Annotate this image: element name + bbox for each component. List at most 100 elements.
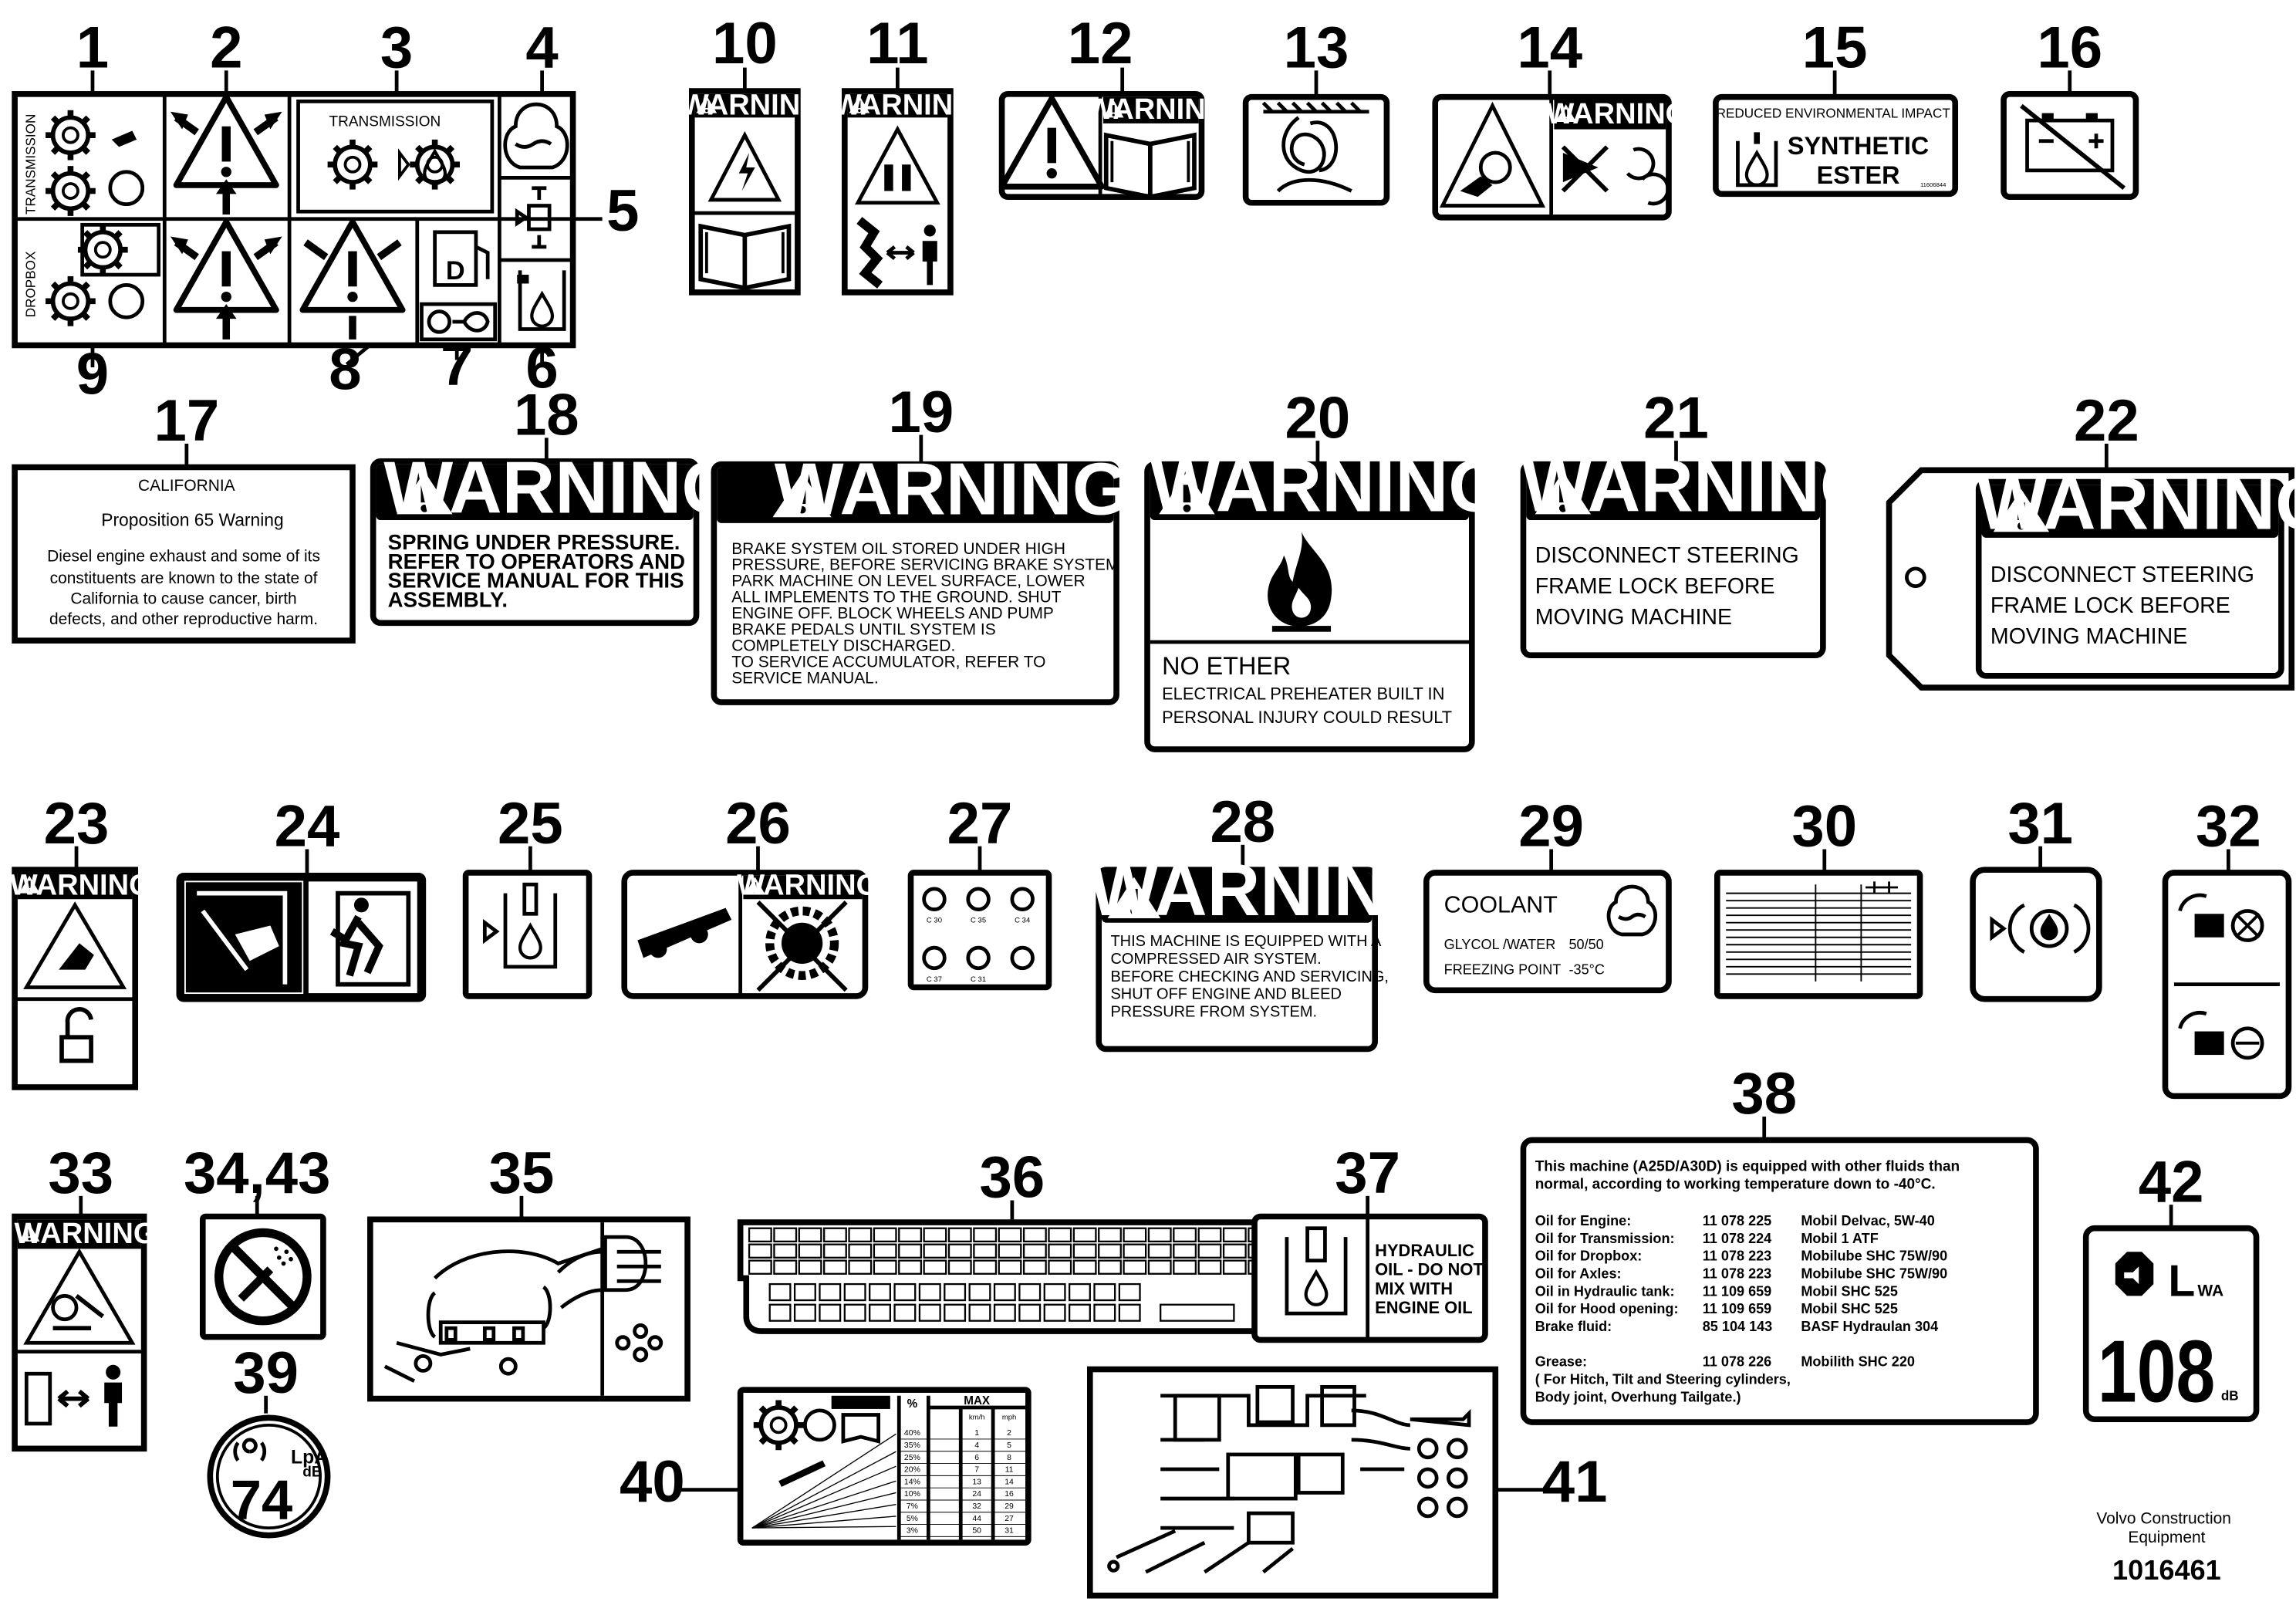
decal-27-c5: C 31 xyxy=(971,975,986,984)
callout-22: 22 xyxy=(2074,388,2139,454)
decal-6 xyxy=(517,270,566,331)
fluid-row-code: 11 109 659 xyxy=(1703,1301,1771,1316)
callout-27: 27 xyxy=(947,791,1013,857)
decal-2 xyxy=(170,97,282,215)
keypad-cell xyxy=(923,1259,947,1275)
decal-19-line7: COMPLETELY DISCHARGED. xyxy=(731,637,955,654)
decal-19-line2: PRESSURE, BEFORE SERVICING BRAKE SYSTEM xyxy=(731,556,1119,574)
decal-28: WARNING THIS MACHINE IS EQUIPPED WITH A … xyxy=(1089,850,1443,1053)
decal-3: TRANSMISSION xyxy=(296,99,495,214)
keypad-cell xyxy=(1118,1282,1141,1302)
keypad-cell xyxy=(1147,1259,1172,1275)
keypad-cell xyxy=(869,1282,891,1302)
callout-12: 12 xyxy=(1068,11,1133,76)
decal-40-max-header: MAX xyxy=(964,1394,991,1407)
keypad-cell xyxy=(1173,1227,1197,1243)
decal-39-db: dB xyxy=(302,1465,322,1481)
decal-15-line3: ESTER xyxy=(1817,161,1900,189)
fluid-row-code: 11 078 224 xyxy=(1703,1231,1771,1246)
decal-33-warning: WARNING xyxy=(14,1218,156,1250)
decal-42-value: 108 xyxy=(2098,1323,2215,1421)
callout-37: 37 xyxy=(1335,1140,1400,1206)
decal-9: DROPBOX xyxy=(23,225,161,326)
keypad-cell xyxy=(1068,1282,1091,1302)
decal-12: WARNING xyxy=(998,91,1228,200)
decal-18-line1: SPRING UNDER PRESSURE. xyxy=(388,530,680,554)
keypad-cell xyxy=(1072,1227,1097,1243)
decal-9-dropbox-label: DROPBOX xyxy=(23,251,39,317)
callout-9: 9 xyxy=(76,341,109,407)
fluid-row-product: Mobilube SHC 75W/90 xyxy=(1801,1265,1947,1281)
decal-34-43 xyxy=(199,1213,326,1340)
slope-row-pct: 25% xyxy=(904,1454,920,1462)
fluid-row-product: Mobil 1 ATF xyxy=(1801,1231,1878,1246)
footer-drawing-number: 1016461 xyxy=(2112,1554,2221,1586)
decal-3-title: TRANSMISSION xyxy=(329,114,441,130)
callout-17: 17 xyxy=(154,388,219,454)
decal-8-d-letter: D xyxy=(446,256,465,286)
keypad-cell xyxy=(968,1282,991,1302)
keypad-cell xyxy=(873,1259,897,1275)
keypad-cell xyxy=(973,1259,998,1275)
decal-1-transmission-label: TRANSMISSION xyxy=(23,114,39,215)
slope-row-kmh: 6 xyxy=(974,1454,979,1462)
keypad-cell xyxy=(823,1227,847,1243)
fluid-row-code: 11 078 223 xyxy=(1703,1249,1771,1264)
slope-row-kmh: 24 xyxy=(972,1490,981,1499)
callout-2: 2 xyxy=(210,15,242,81)
keypad-cell xyxy=(748,1243,772,1259)
callout-19: 19 xyxy=(888,380,954,445)
slope-row-pct: 10% xyxy=(904,1490,920,1499)
decal-22-warning: WARNING xyxy=(1977,463,2296,545)
keypad-cell xyxy=(1123,1243,1147,1259)
decal-2b xyxy=(170,222,282,340)
fluid-row-label: Oil in Hydraulic tank: xyxy=(1535,1283,1675,1299)
decal-27-c1: C 30 xyxy=(927,917,942,925)
decal-29-row2-label: FREEZING POINT xyxy=(1444,961,1562,977)
keypad-cell xyxy=(1123,1227,1147,1243)
keypad-cell xyxy=(1093,1303,1116,1322)
callout-42: 42 xyxy=(2139,1149,2204,1215)
keypad-cell xyxy=(848,1259,873,1275)
decal-cluster-1-9: TRANSMISSION DROPBOX TRANSMISSION xyxy=(12,91,576,349)
decal-20-line2: ELECTRICAL PREHEATER BUILT IN xyxy=(1162,684,1444,703)
keypad-cell xyxy=(843,1282,866,1302)
decal-28-line2: COMPRESSED AIR SYSTEM. xyxy=(1110,951,1321,968)
decal-26-warning: WARNING xyxy=(737,870,879,902)
keypad-cell xyxy=(1022,1259,1047,1275)
keypad-cell xyxy=(768,1303,792,1322)
decal-11-warning: WARNING xyxy=(834,90,976,122)
slope-row-pct: 3% xyxy=(907,1527,918,1536)
decal-37-line1: HYDRAULIC xyxy=(1375,1241,1474,1260)
decal-13 xyxy=(1242,93,1390,206)
slope-row-kmh: 44 xyxy=(972,1515,981,1523)
decal-27: C 30 C 35 C 34 C 37 C 31 xyxy=(907,870,1052,991)
callout-4: 4 xyxy=(525,15,558,81)
decal-42-sub: WA xyxy=(2197,1282,2223,1299)
callout-25: 25 xyxy=(498,791,563,857)
callout-3: 3 xyxy=(380,15,413,81)
keypad-cell xyxy=(1118,1303,1141,1322)
decal-40-pct-header: % xyxy=(907,1397,918,1411)
decal-14: WARNING xyxy=(1432,93,1688,221)
decal-37-line4: ENGINE OIL xyxy=(1375,1298,1472,1317)
keypad-cell xyxy=(998,1243,1022,1259)
decal-19-line1: BRAKE SYSTEM OIL STORED UNDER HIGH xyxy=(731,540,1065,558)
callout-16: 16 xyxy=(2037,15,2102,81)
decal-42-db: dB xyxy=(2221,1387,2239,1403)
keypad-cell xyxy=(993,1282,1016,1302)
keypad-cell xyxy=(819,1303,842,1322)
callout-35: 35 xyxy=(489,1140,555,1206)
keypad-cell xyxy=(944,1282,967,1302)
keypad-cell xyxy=(1222,1227,1247,1243)
callout-20: 20 xyxy=(1285,385,1351,451)
decal-17-line4: constituents are known to the state of xyxy=(50,569,318,587)
decal-38-grease-label: Grease: xyxy=(1535,1354,1587,1370)
decal-35 xyxy=(367,1216,690,1402)
keypad-cell xyxy=(773,1227,798,1243)
keypad-cell xyxy=(1098,1259,1122,1275)
decal-20-line3: PERSONAL INJURY COULD RESULT xyxy=(1162,708,1452,727)
decal-19-line3: PARK MACHINE ON LEVEL SURFACE, LOWER xyxy=(731,573,1085,590)
decal-10: WARNING xyxy=(681,88,823,296)
